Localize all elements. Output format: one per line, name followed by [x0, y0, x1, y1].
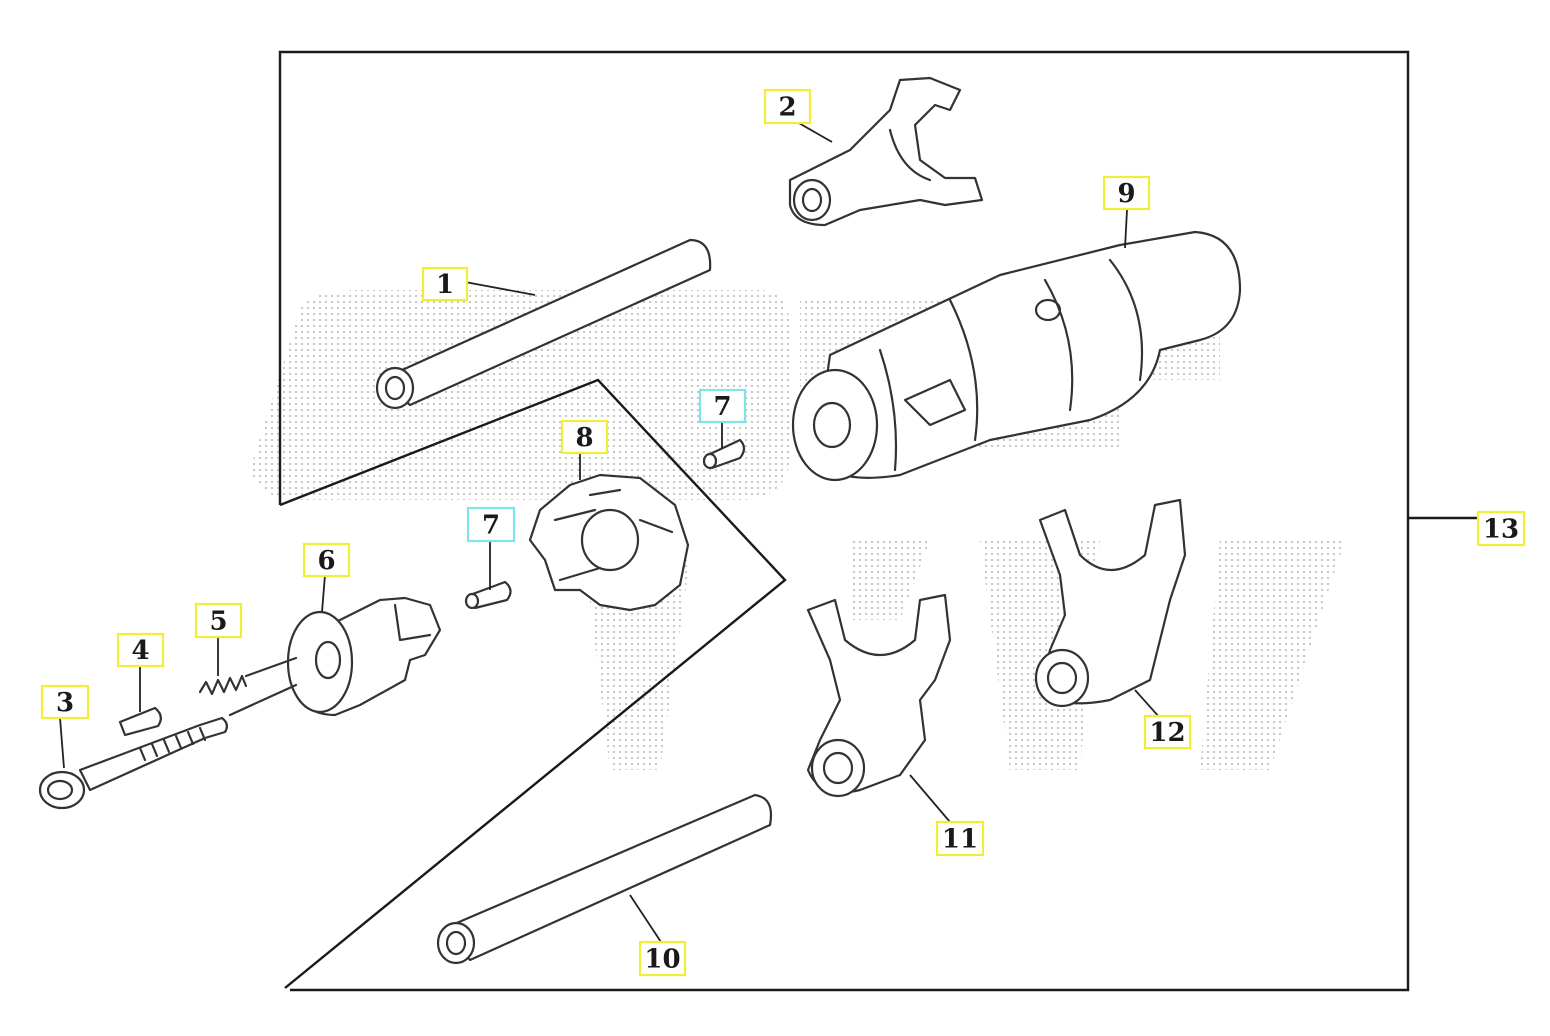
- callout-c4: 4: [116, 632, 165, 668]
- callout-number: 11: [942, 825, 978, 855]
- callout-c5: 5: [194, 602, 243, 639]
- callout-number: 10: [644, 945, 680, 975]
- callout-c6: 6: [302, 542, 351, 578]
- callout-c9: 9: [1102, 175, 1151, 211]
- callout-box: [1143, 714, 1192, 750]
- callout-box: [638, 940, 687, 977]
- callout-number: 8: [575, 423, 593, 453]
- callout-c13: 13: [1476, 510, 1526, 547]
- callout-box: [194, 602, 243, 639]
- bolt: [38, 683, 298, 810]
- callout-box: [1476, 510, 1526, 547]
- assembly-frame: [278, 50, 1480, 992]
- callout-number: 12: [1149, 718, 1185, 748]
- callout-box: [698, 388, 747, 424]
- callout-box: [302, 542, 351, 578]
- callout-c2: 2: [763, 88, 812, 125]
- callout-number: 7: [713, 392, 731, 422]
- callout-number: 2: [778, 93, 796, 123]
- stopper-pin: [118, 706, 162, 737]
- callout-c3: 3: [40, 684, 90, 720]
- callout-c1: 1: [421, 266, 469, 302]
- callout-box: [560, 419, 609, 455]
- spring: [198, 656, 298, 696]
- callout-number: 13: [1483, 515, 1519, 545]
- callout-box: [116, 632, 165, 668]
- shift-fork-right: [1034, 498, 1187, 708]
- callout-box: [466, 506, 516, 543]
- callout-c8: 8: [560, 419, 609, 455]
- shift-drum-segment: [528, 473, 690, 612]
- shift-fork-top: [788, 76, 984, 227]
- callout-box: [763, 88, 812, 125]
- callout-c10: 10: [638, 940, 687, 977]
- shift-fork-rod-lower: [436, 793, 773, 965]
- callout-number: 4: [131, 636, 149, 666]
- callout-c7a: 7: [698, 388, 747, 424]
- callout-number: 9: [1117, 179, 1135, 209]
- callout-number: 5: [209, 607, 227, 637]
- callout-c11: 11: [935, 820, 985, 857]
- callout-box: [421, 266, 469, 302]
- callout-box: [1102, 175, 1151, 211]
- callout-box: [935, 820, 985, 857]
- callout-box: [40, 684, 90, 720]
- callout-number: 1: [436, 270, 454, 300]
- shift-drum: [791, 230, 1242, 482]
- callout-c7b: 7: [466, 506, 516, 543]
- callout-c12: 12: [1143, 714, 1192, 750]
- shift-fork-center: [806, 593, 952, 798]
- shift-drum-stopper: [286, 596, 442, 717]
- callout-number: 6: [317, 546, 335, 576]
- dowel-pin-lower: [464, 580, 512, 610]
- dowel-pin-upper: [702, 438, 746, 470]
- callout-number: 7: [482, 511, 500, 541]
- callout-number: 3: [56, 688, 74, 718]
- shift-fork-rod-upper: [375, 238, 712, 410]
